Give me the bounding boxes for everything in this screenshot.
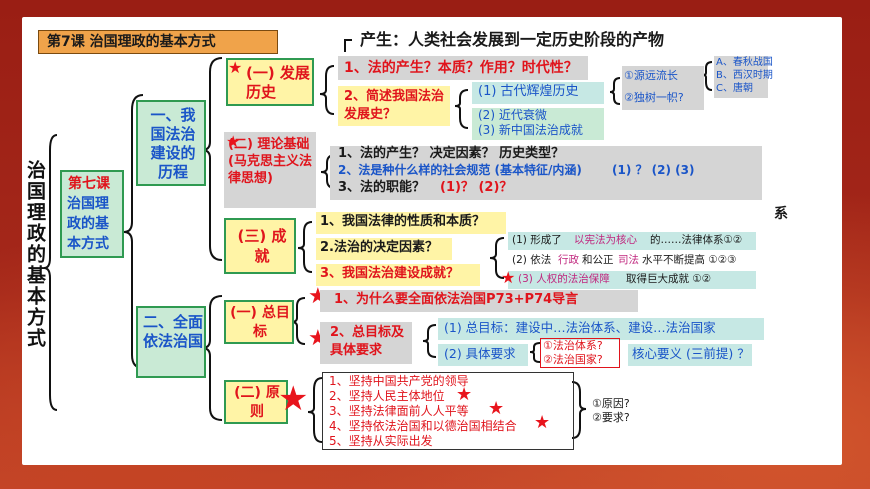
sub3-item3-box: 3、我国法治建设成就？	[316, 264, 480, 286]
ach2c: 和公正	[582, 254, 614, 266]
lesson-rest: 治国理政的基本方式	[67, 196, 109, 252]
sub2-box: (二) 理论基础(马克思主义法律思想)	[224, 132, 316, 208]
goal1-box: (1) 总目标：建设中…法治体系、建设…法治国家	[438, 318, 764, 340]
origin-note: 产生：人类社会发展到一定历史阶段的产物	[360, 30, 665, 49]
principle-label: (二) 原则	[234, 385, 280, 420]
goal-label: (一) 总目标	[230, 305, 290, 340]
header-bar: 第7课 治国理政的基本方式	[38, 30, 278, 54]
sub3-item1: 1、我国法律的性质和本质？	[320, 214, 486, 229]
hist2: (2) 近代衰微	[478, 108, 547, 122]
core-box: 核心要义 (三前提) ？	[628, 344, 752, 366]
req1: ①法治体系?	[543, 339, 603, 352]
principles-box: 1、坚持中国共产党的领导 2、坚持人民主体地位 3、坚持法律面前人人平等 4、坚…	[322, 372, 574, 450]
sub1-item2-box: 2、简述我国法治发展史？	[338, 86, 450, 126]
ancient-box: ①源远流长 ②独树一帜?	[622, 66, 704, 110]
goal-item1: 1、为什么要全面依法治国P73+P74导言	[334, 292, 579, 307]
ach3a: (3) 人权的法治保障	[518, 273, 610, 285]
goal-item2: 2、总目标及具体要求	[330, 325, 405, 358]
ach3-box: (3) 人权的法治保障 取得巨大成就 ①②	[508, 271, 756, 289]
star-icon: ★	[488, 398, 505, 419]
star-icon: ★	[278, 379, 309, 419]
principle-q1: ①原因?	[592, 397, 630, 410]
side-char: 系	[774, 206, 788, 222]
sub2-item3b: (1)？ (2)？	[440, 180, 513, 195]
eras-box: A、春秋战国 B、西汉时期 C、唐朝	[714, 56, 773, 98]
lesson-prefix: 第七课	[68, 176, 110, 192]
principle-1: 1、坚持中国共产党的领导	[329, 374, 469, 388]
req-box: ①法治体系? ②法治国家?	[540, 338, 620, 368]
hist3: (3) 新中国法治成就	[478, 123, 583, 137]
ach2d: 司法	[618, 254, 639, 266]
ach1c: 的……法律体系①②	[650, 234, 743, 246]
ach1b: 以宪法为核心	[574, 234, 637, 246]
sub1-item1: 1、法的产生？本质？作用？时代性？	[344, 60, 578, 76]
goal-item2-box: 2、总目标及具体要求	[320, 322, 412, 364]
ach2b: 行政	[558, 254, 579, 266]
star-icon: ★	[226, 132, 241, 151]
goal-item1-box: 1、为什么要全面依法治国P73+P74导言	[320, 290, 638, 312]
era3: C、唐朝	[716, 83, 753, 94]
branch1-box: 一、我国法治建设的历程	[136, 100, 206, 186]
sub3-item1-box: 1、我国法律的性质和本质？	[316, 212, 506, 234]
root-title: 治国理政的基本方式	[24, 160, 46, 349]
ancient1: ①源远流长	[624, 69, 678, 82]
sub2-items-box: 1、法的产生？ 决定因素？ 历史类型？ 2、法是种什么样的社会规范 (基本特征/…	[330, 146, 762, 200]
branch1-label: 一、我国法治建设的历程	[150, 106, 196, 181]
era1: A、春秋战国	[716, 57, 773, 68]
principle-4: 4、坚持依法治国和以德治国相结合	[329, 419, 517, 433]
goal-box: (一) 总目标	[224, 300, 294, 344]
sub3-item3: 3、我国法治建设成就？	[320, 266, 460, 281]
star-icon: ★	[534, 412, 551, 433]
lesson-box: 第七课 治国理政的基本方式	[60, 170, 124, 258]
goal2: (2) 具体要求	[444, 346, 516, 361]
sub2-item1: 1、法的产生？ 决定因素？ 历史类型？	[338, 146, 565, 161]
sub2-item2-tail: (1) ？ (2) (3)	[612, 163, 695, 177]
req2: ②法治国家?	[543, 353, 603, 366]
star-icon: ★	[501, 268, 516, 287]
ach2e: 水平不断提高 ①②③	[642, 254, 737, 266]
principle-3: 3、坚持法律面前人人平等	[329, 404, 469, 418]
sub3-item2: 2.法治的决定因素？	[320, 240, 438, 255]
page-title: 第7课 治国理政的基本方式	[47, 34, 216, 50]
sub1-box: (一) 发展历史	[226, 58, 314, 106]
principle-box: (二) 原则	[224, 380, 288, 424]
sub1-item2: 2、简述我国法治发展史？	[344, 89, 445, 122]
ach2-box: (2) 依法 行政 和公正 司法 水平不断提高 ①②③	[508, 252, 756, 270]
sub2-item3a: 3、法的职能？	[338, 180, 426, 195]
era2: B、西汉时期	[716, 70, 773, 81]
principle-q2: ②要求?	[592, 411, 630, 424]
ach1a: (1) 形成了	[512, 234, 562, 246]
sub3-label: (三) 成就	[237, 227, 287, 265]
core: 核心要义 (三前提) ？	[632, 346, 750, 361]
sub3-item2-box: 2.法治的决定因素？	[316, 238, 452, 260]
star-icon: ★	[456, 384, 473, 405]
sub3-box: (三) 成就	[224, 218, 296, 274]
hist1: (1) 古代辉煌历史	[478, 84, 579, 99]
goal1: (1) 总目标：建设中…法治体系、建设…法治国家	[444, 320, 716, 335]
sub1-label: (一) 发展历史	[246, 64, 310, 101]
goal2-box: (2) 具体要求	[438, 344, 528, 366]
branch2-label: 二、全面依法治国	[143, 313, 204, 350]
principle-5: 5、坚持从实际出发	[329, 434, 433, 448]
ancient2: ②独树一帜?	[624, 91, 684, 104]
sub2-label: (二) 理论基础(马克思主义法律思想)	[228, 137, 312, 186]
ach1-box: (1) 形成了 以宪法为核心 的……法律体系①②	[508, 232, 756, 250]
ach2a: (2) 依法	[512, 254, 552, 266]
hist1-box: (1) 古代辉煌历史	[472, 82, 604, 104]
hist23-box: (2) 近代衰微 (3) 新中国法治成就	[472, 108, 604, 140]
ach3b: 取得巨大成就 ①②	[626, 273, 712, 285]
branch2-box: 二、全面依法治国	[136, 306, 206, 378]
sub2-item2: 2、法是种什么样的社会规范 (基本特征/内涵)	[338, 163, 582, 177]
star-icon: ★	[228, 58, 243, 77]
sub1-item1-box: 1、法的产生？本质？作用？时代性？	[338, 56, 588, 80]
principle-2: 2、坚持人民主体地位	[329, 389, 445, 403]
